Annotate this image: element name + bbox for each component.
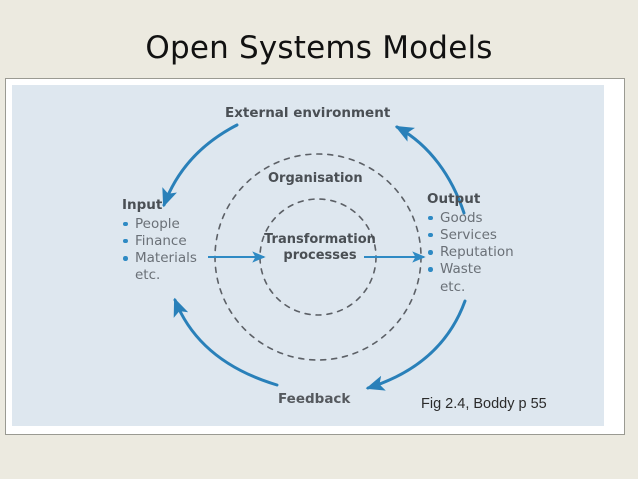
output-to-feedback-arrow <box>365 299 467 391</box>
output-to-environment-arrow <box>394 125 466 215</box>
list-item: Services <box>427 227 514 244</box>
input-item-label: Finance <box>135 232 187 249</box>
list-item: Materials <box>122 250 197 267</box>
output-trailing-item: etc. <box>440 278 466 295</box>
diagram-graphics <box>162 123 467 391</box>
input-item-label: People <box>135 215 180 232</box>
transformation-processes-label: Transformation processes <box>260 232 380 265</box>
figure-caption: Fig 2.4, Boddy p 55 <box>421 396 547 412</box>
list-item: Waste <box>427 261 514 278</box>
bullet-icon <box>123 238 128 244</box>
environment-to-input-arrow <box>162 123 239 208</box>
bullet-icon <box>123 256 128 261</box>
list-item: Finance <box>122 233 197 250</box>
input-list: People Finance Materials etc. <box>122 216 197 285</box>
output-item-label: Reputation <box>440 244 514 261</box>
bullet-icon <box>428 267 433 272</box>
organisation-label: Organisation <box>268 171 363 186</box>
bullet-icon <box>428 215 433 221</box>
input-block: Input People Finance Materials etc. <box>122 197 197 285</box>
external-environment-label: External environment <box>225 105 391 121</box>
list-item: Goods <box>427 210 514 227</box>
page-title: Open Systems Models <box>145 30 493 66</box>
output-title: Output <box>427 191 481 207</box>
diagram-panel: External environment Organisation Transf… <box>12 85 604 426</box>
bullet-icon <box>428 250 433 255</box>
transformation-line-2: processes <box>283 248 357 264</box>
input-item-label: Materials <box>135 250 197 267</box>
input-trailing-item: etc. <box>135 267 161 284</box>
output-item-label: Services <box>440 226 497 243</box>
transformation-line-1: Transformation <box>264 232 376 247</box>
output-block: Output Goods Services Reputation Waste e… <box>427 191 514 296</box>
list-item: People <box>122 216 197 233</box>
feedback-to-input-arrow <box>173 297 279 387</box>
input-title: Input <box>122 197 163 213</box>
bullet-icon <box>123 221 128 227</box>
bullet-icon <box>428 232 433 238</box>
feedback-label: Feedback <box>278 391 351 407</box>
output-item-label: Goods <box>440 209 483 226</box>
output-item-label: Waste <box>440 261 482 278</box>
list-item: Reputation <box>427 244 514 261</box>
output-list: Goods Services Reputation Waste etc. <box>427 210 514 296</box>
